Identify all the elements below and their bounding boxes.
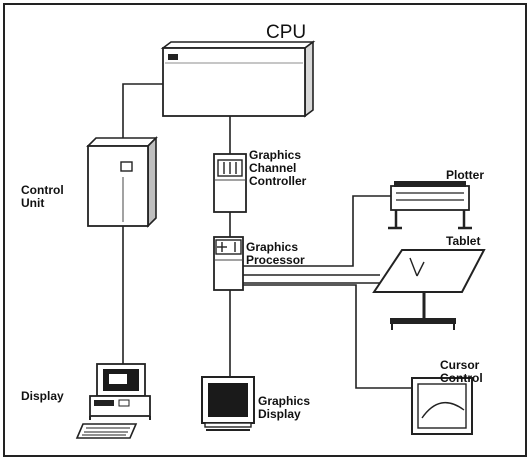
cpu-unit: [163, 42, 313, 116]
tablet: [374, 250, 484, 330]
cursor-control-label-line2: Control: [440, 371, 483, 385]
cursor-control-label-line1: Cursor: [440, 358, 480, 372]
control-unit-label-line1: Control: [21, 183, 64, 197]
control-unit-label-line2: Unit: [21, 196, 44, 210]
line-processor-to-cursor-control: [243, 285, 412, 388]
control-unit: [88, 138, 156, 226]
channel-controller-label-line1: Graphics: [249, 148, 301, 162]
graphics-display-label: Graphics Display: [258, 394, 313, 421]
graphics-processor-label-line1: Graphics: [246, 240, 298, 254]
graphics-channel-controller: [214, 154, 246, 212]
graphics-display-label-line1: Graphics: [258, 394, 310, 408]
cursor-control: [412, 378, 472, 434]
graphics-display-label-line2: Display: [258, 407, 301, 421]
cursor-control-label: Cursor Control: [440, 358, 483, 385]
graphics-display-monitor: [202, 377, 254, 430]
display-label: Display: [21, 389, 64, 403]
plotter-label: Plotter: [446, 168, 484, 182]
display-workstation: [77, 364, 150, 438]
cpu-label: CPU: [266, 22, 306, 43]
graphics-channel-controller-label: Graphics Channel Controller: [249, 148, 307, 188]
line-cpu-to-control-unit: [123, 84, 163, 142]
connection-lines: [123, 84, 412, 388]
control-unit-label: Control Unit: [21, 183, 67, 210]
tablet-label: Tablet: [446, 234, 480, 248]
graphics-processor: [214, 237, 243, 290]
channel-controller-label-line3: Controller: [249, 174, 307, 188]
graphics-processor-label-line2: Processor: [246, 253, 305, 267]
channel-controller-label-line2: Channel: [249, 161, 296, 175]
graphics-processor-label: Graphics Processor: [246, 240, 305, 267]
plotter: [388, 181, 472, 228]
